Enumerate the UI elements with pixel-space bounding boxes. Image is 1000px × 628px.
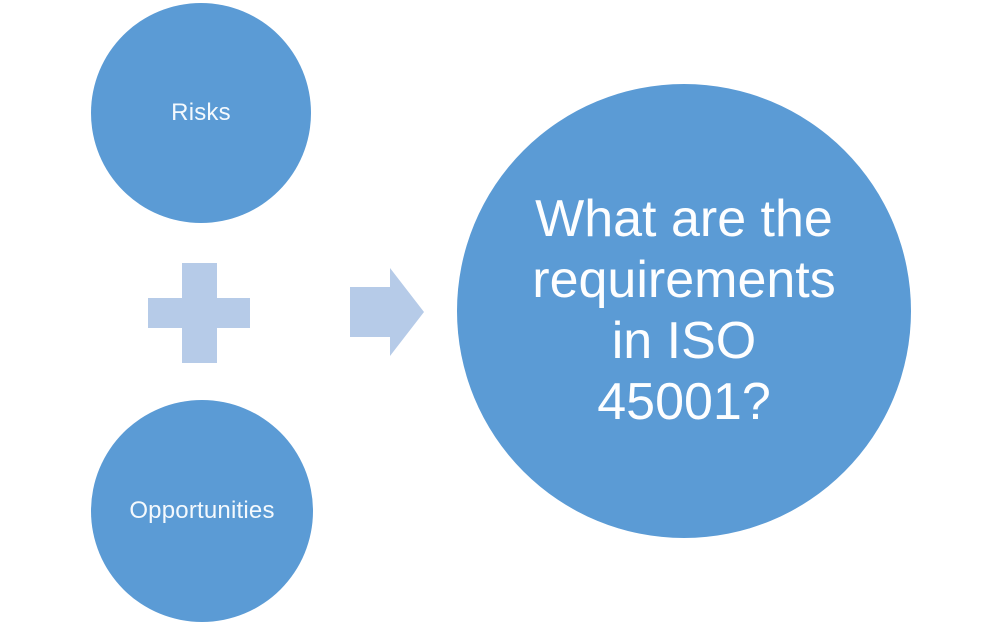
question-line-1: What are the (535, 190, 833, 248)
question-text: What are the requirements in ISO 45001? (532, 189, 835, 433)
risks-label: Risks (171, 99, 231, 126)
question-circle: What are the requirements in ISO 45001? (457, 84, 911, 538)
question-line-4: 45001? (597, 373, 771, 431)
opportunities-circle: Opportunities (91, 400, 313, 622)
plus-icon (148, 263, 250, 363)
risks-circle: Risks (91, 3, 311, 223)
question-line-3: in ISO (611, 312, 757, 370)
plus-horizontal-bar (148, 298, 250, 328)
question-line-2: requirements (532, 251, 836, 309)
arrow-right-icon (350, 268, 424, 356)
opportunities-label: Opportunities (129, 497, 275, 524)
